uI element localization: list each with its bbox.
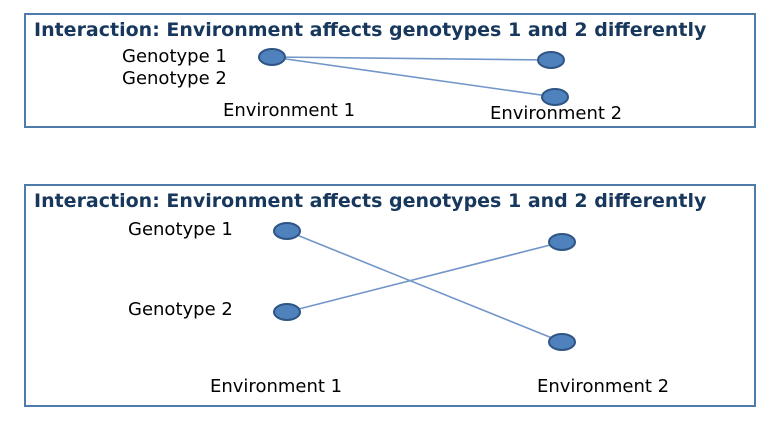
genotype-marker [273, 303, 301, 321]
genotype-2-label: Genotype 2 [122, 68, 227, 89]
panel-title: Interaction: Environment affects genotyp… [34, 19, 707, 41]
genotype-marker [548, 233, 576, 251]
genotype-marker [548, 333, 576, 351]
panel-title: Interaction: Environment affects genotyp… [34, 190, 707, 212]
interaction-plot [258, 48, 569, 106]
genotype-1-label: Genotype 1 [122, 46, 227, 67]
bottom-interaction-panel: Interaction: Environment affects genotyp… [24, 184, 756, 407]
interaction-line [286, 230, 563, 343]
interaction-plot [273, 222, 576, 351]
interaction-line [271, 56, 556, 98]
environment-1-label: Environment 1 [210, 376, 343, 397]
genotype-marker [258, 48, 286, 66]
environment-2-label: Environment 2 [490, 103, 623, 124]
top-interaction-panel: Interaction: Environment affects genotyp… [24, 13, 756, 128]
genotype-marker [537, 51, 565, 69]
genotype-marker [273, 222, 301, 240]
environment-2-label: Environment 2 [537, 376, 670, 397]
interaction-line [271, 56, 552, 61]
interaction-line [286, 241, 563, 313]
environment-1-label: Environment 1 [223, 100, 356, 121]
genotype-marker [541, 88, 569, 106]
genotype-2-label: Genotype 2 [128, 299, 233, 320]
genotype-1-label: Genotype 1 [128, 219, 233, 240]
